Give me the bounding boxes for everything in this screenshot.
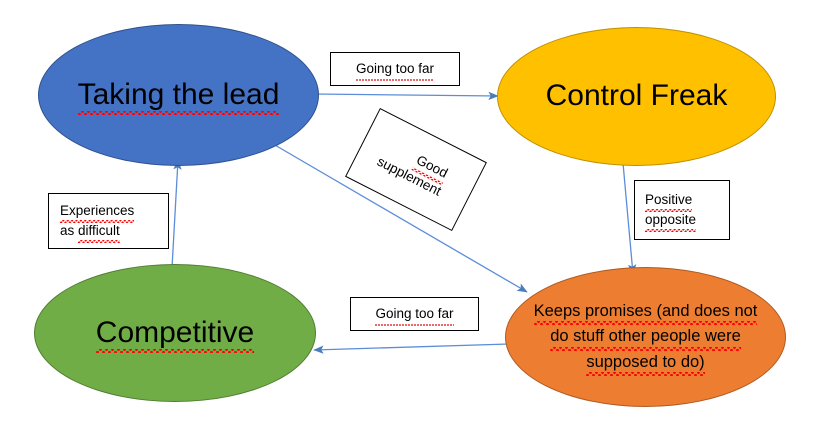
node-keeps-promises[interactable]: Keeps promises (and does not do stuff ot…	[505, 267, 786, 407]
edge-label-good-supplement[interactable]: Good supplement	[345, 107, 487, 232]
edge-label-experiences-as-difficult-line-2: as difficult	[60, 221, 120, 244]
node-keeps-promises-line-1: Keeps promises (and does not	[533, 299, 757, 325]
edge-label-positive-opposite[interactable]: Positive opposite	[634, 180, 730, 240]
node-competitive-label: Competitive	[55, 314, 296, 354]
edge-label-going-too-far-top[interactable]: Going too far	[330, 52, 460, 86]
edge-taking-the-lead-to-control-freak	[315, 91, 499, 101]
edge-label-going-too-far-bottom[interactable]: Going too far	[350, 297, 479, 331]
node-taking-the-lead-text: Taking the lead	[77, 76, 279, 116]
edge-label-experiences-as-difficult-line-1: Experiences	[60, 201, 135, 224]
node-keeps-promises-label: Keeps promises (and does not do stuff ot…	[516, 299, 775, 376]
edge-control-freak-to-keeps-promises	[622, 162, 637, 275]
node-control-freak-label: Control Freak	[545, 79, 728, 113]
edge-label-experiences-as-difficult[interactable]: Experiences as difficult	[48, 193, 169, 249]
node-control-freak[interactable]: Control Freak	[497, 27, 776, 166]
node-keeps-promises-line-3: supposed to do)	[586, 350, 706, 376]
edge-label-positive-opposite-line-1: Positive	[645, 190, 693, 213]
edge-label-positive-opposite-line-2: opposite	[645, 210, 697, 233]
node-taking-the-lead[interactable]: Taking the lead	[38, 24, 319, 166]
edge-competitive-to-taking-the-lead	[171, 159, 182, 269]
node-taking-the-lead-label: Taking the lead	[59, 76, 299, 116]
edge-label-going-too-far-bottom-text: Going too far	[375, 304, 454, 327]
node-keeps-promises-line-2: do stuff other people were	[550, 324, 741, 351]
node-competitive[interactable]: Competitive	[34, 264, 316, 402]
edge-label-going-too-far-top-text: Going too far	[355, 59, 435, 82]
node-competitive-text: Competitive	[95, 314, 255, 354]
